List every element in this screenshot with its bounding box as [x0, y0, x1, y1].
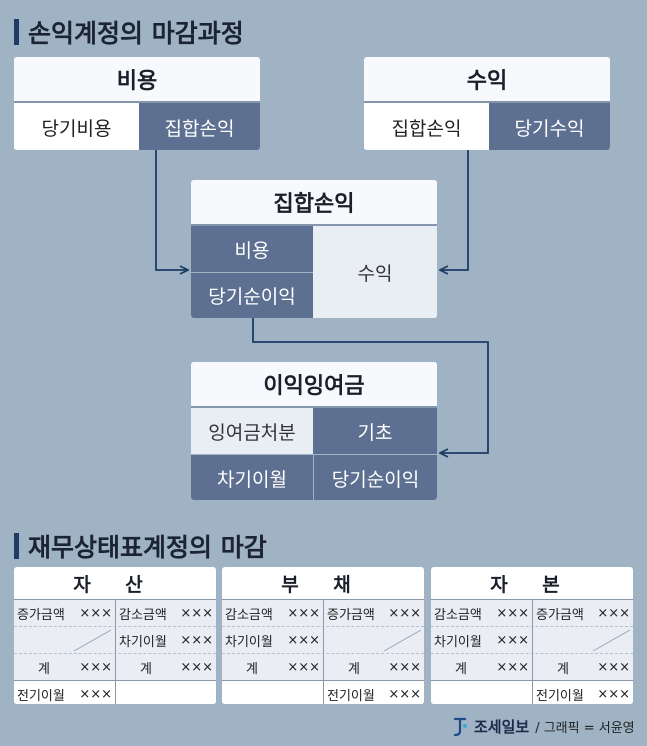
t-row-2: 차기이월 ×××	[222, 627, 424, 654]
total-amount: ×××	[388, 659, 421, 675]
footer-credit: 조세일보 / 그래픽 = 서윤영	[452, 716, 635, 737]
expense-title: 비용	[14, 57, 260, 103]
credit-label: 차기이월	[119, 634, 167, 650]
t-account-body: 감소금액 ××× 증가금액 ××× 차기이월 ××× 계 ××× 계 ××× 전기이월 ××…	[431, 600, 633, 704]
diagonal-line	[592, 629, 631, 652]
diagonal-cell	[323, 627, 424, 653]
diagonal-line	[383, 629, 422, 652]
revenue-left: 집합손익	[364, 103, 489, 150]
t-row-4: 전기이월 ×××	[14, 681, 216, 704]
carry-amount: ×××	[79, 686, 112, 702]
expense-right: 집합손익	[139, 103, 260, 150]
retained-bottom-left: 차기이월	[191, 455, 314, 500]
carry-label: 전기이월	[536, 688, 584, 704]
arrow-expense-to-summary	[155, 150, 188, 270]
expense-left: 당기비용	[14, 103, 139, 150]
arrow-revenue-to-summary	[440, 150, 469, 270]
retained-top-left: 잉여금처분	[191, 408, 313, 454]
retained-title: 이익잉여금	[191, 362, 437, 408]
t-row-4: 전기이월 ×××	[222, 681, 424, 704]
total-label: 계	[348, 661, 360, 677]
credit-amount: ×××	[388, 605, 421, 621]
heading-bar	[14, 533, 19, 559]
t-row-2: 차기이월 ×××	[14, 627, 216, 654]
section-title: 재무상태표계정의 마감	[28, 533, 267, 562]
graphic-credit: / 그래픽 = 서윤영	[535, 721, 635, 736]
debit-label: 증가금액	[17, 607, 65, 623]
debit-label: 감소금액	[434, 607, 482, 623]
summary-right: 수익	[313, 226, 437, 318]
total-amount: ×××	[287, 659, 320, 675]
diagonal-cell	[532, 627, 633, 653]
t-account-equity: 자 본 감소금액 ××× 증가금액 ××× 차기이월 ××× 계 ××× 계 ××× 전기…	[431, 567, 633, 704]
t-account-body: 증가금액 ××× 감소금액 ××× 차기이월 ××× 계 ××× 계 ××× 전기이월 ××…	[14, 600, 216, 704]
t-row-1: 증가금액 ××× 감소금액 ×××	[14, 600, 216, 627]
debit-amount: ×××	[79, 605, 112, 621]
total-amount: ×××	[180, 659, 213, 675]
debit-amount: ×××	[287, 605, 320, 621]
carry-amount: ×××	[597, 686, 630, 702]
total-amount: ×××	[79, 659, 112, 675]
total-amount: ×××	[496, 659, 529, 675]
debit-label: 감소금액	[225, 607, 273, 623]
revenue-title: 수익	[364, 57, 610, 103]
t-row-3: 계 ××× 계 ×××	[222, 654, 424, 681]
t-account-title: 부 채	[222, 567, 424, 600]
logo-text: 조세일보	[474, 718, 530, 736]
income-summary-account: 집합손익 비용 당기순이익 수익	[191, 180, 437, 318]
t-account-title: 자 산	[14, 567, 216, 600]
logo-icon	[453, 717, 467, 736]
summary-title: 집합손익	[191, 180, 437, 226]
retained-earnings-account: 이익잉여금 잉여금처분 기초 차기이월 당기순이익	[191, 362, 437, 500]
t-row-1: 감소금액 ××× 증가금액 ×××	[222, 600, 424, 627]
debit-amount: ×××	[496, 605, 529, 621]
t-account-body: 감소금액 ××× 증가금액 ××× 차기이월 ××× 계 ××× 계 ××× 전기이월 ××…	[222, 600, 424, 704]
debit-label: 차기이월	[225, 634, 273, 650]
t-account-liability: 부 채 감소금액 ××× 증가금액 ××× 차기이월 ××× 계 ××× 계 ××× 전기…	[222, 567, 424, 704]
retained-bottom-right: 당기순이익	[314, 455, 437, 500]
total-label: 계	[140, 661, 152, 677]
summary-bottom-left: 당기순이익	[191, 273, 313, 318]
credit-amount: ×××	[180, 605, 213, 621]
section-title: 손익계정의 마감과정	[28, 19, 244, 48]
debit-label: 차기이월	[434, 634, 482, 650]
diagonal-cell	[14, 627, 115, 653]
revenue-account: 수익 집합손익 당기수익	[364, 57, 610, 150]
diagonal-line	[73, 629, 112, 652]
section-heading-balance-closing: 재무상태표계정의 마감	[14, 528, 267, 564]
t-account-title: 자 본	[431, 567, 633, 600]
debit-amount: ×××	[287, 632, 320, 648]
total-label: 계	[455, 661, 467, 677]
expense-account: 비용 당기비용 집합손익	[14, 57, 260, 150]
arrow-summary-to-retained	[252, 318, 489, 453]
credit-amount: ×××	[180, 632, 213, 648]
carry-label: 전기이월	[17, 688, 65, 704]
t-row-4: 전기이월 ×××	[431, 681, 633, 704]
total-label: 계	[246, 661, 258, 677]
total-label: 계	[38, 661, 50, 677]
carry-label: 전기이월	[327, 688, 375, 704]
debit-amount: ×××	[496, 632, 529, 648]
revenue-right: 당기수익	[489, 103, 610, 150]
t-row-3: 계 ××× 계 ×××	[431, 654, 633, 681]
t-account-asset: 자 산 증가금액 ××× 감소금액 ××× 차기이월 ××× 계 ××× 계 ××× 전기…	[14, 567, 216, 704]
summary-top-left: 비용	[191, 226, 313, 273]
credit-label: 감소금액	[119, 607, 167, 623]
credit-label: 증가금액	[536, 607, 584, 623]
t-row-2: 차기이월 ×××	[431, 627, 633, 654]
retained-top-right: 기초	[313, 408, 437, 454]
carry-amount: ×××	[388, 686, 421, 702]
t-row-1: 감소금액 ××× 증가금액 ×××	[431, 600, 633, 627]
total-label: 계	[557, 661, 569, 677]
section-heading-income-closing: 손익계정의 마감과정	[14, 14, 244, 50]
total-amount: ×××	[597, 659, 630, 675]
credit-label: 증가금액	[327, 607, 375, 623]
t-row-3: 계 ××× 계 ×××	[14, 654, 216, 681]
heading-bar	[14, 19, 19, 45]
credit-amount: ×××	[597, 605, 630, 621]
